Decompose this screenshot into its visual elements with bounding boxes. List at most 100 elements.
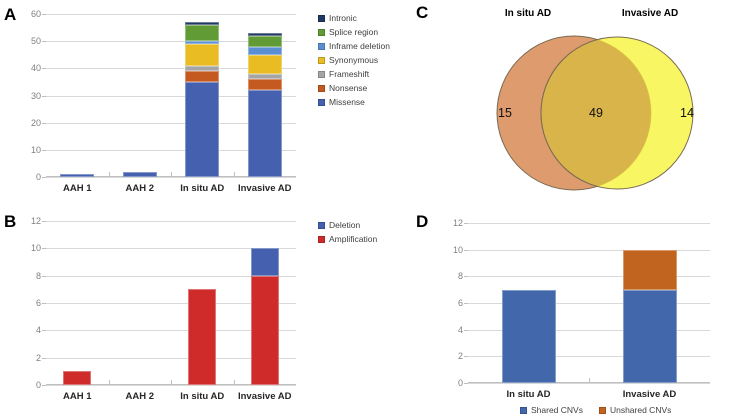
legend-item-nonsense[interactable]: Nonsense [318,83,390,93]
legend-label: Amplification [329,234,378,244]
bar-segment-missense[interactable] [247,90,282,177]
x-axis-category-label: AAH 1 [62,391,92,402]
gridline [468,223,710,224]
y-axis-tick-mark [42,248,46,250]
bar-segment-intronic[interactable] [185,22,220,25]
bar-segment-nonsense[interactable] [247,79,282,91]
bar-segment-deletion[interactable] [250,248,279,276]
bar-segment-inframe-deletion[interactable] [247,46,282,55]
y-axis-tick-mark [464,303,468,304]
bar-segment-synonymous[interactable] [185,43,220,66]
legend-item-intronic[interactable]: Intronic [318,13,390,23]
y-axis-tick-label: 60 [30,9,41,19]
bar-segment-amplification[interactable] [188,289,217,385]
y-axis-tick-mark [464,249,468,251]
x-axis-category-label: In situ AD [506,389,551,400]
x-axis-tick-mark [589,378,590,383]
venn-set-label-right: Invasive AD [621,8,679,19]
x-axis-tick-mark [233,172,235,177]
y-axis-tick-label: 10 [30,243,41,254]
bar-invasive-ad[interactable] [250,221,279,385]
legend-item-deletion[interactable]: Deletion [318,220,377,230]
bar-segment-unshared-cnvs[interactable] [622,249,677,290]
bar-in-situ-ad[interactable] [501,223,556,383]
y-axis-tick-mark [42,177,46,178]
legend-item-inframe-deletion[interactable]: Inframe deletion [318,41,390,51]
legend-swatch-icon [318,98,325,106]
bar-segment-amplification[interactable] [63,371,92,385]
y-axis-tick-label: 6 [35,298,41,308]
bar-segment-splice-region[interactable] [247,35,282,47]
legend-swatch-icon [318,28,325,36]
gridline [468,303,710,304]
bar-in-situ-ad[interactable] [188,221,217,385]
bar-segment-missense[interactable] [60,174,95,177]
legend-label: Frameshift [329,69,370,79]
bar-invasive-ad[interactable] [622,223,677,383]
y-axis-tick-mark [42,95,46,97]
x-axis-tick-mark [171,380,172,385]
bar-segment-synonymous[interactable] [247,54,282,74]
y-axis-tick-mark [464,223,468,224]
gridline [46,385,296,386]
legend-item-frameshift[interactable]: Frameshift [318,69,390,79]
x-axis-category-label: AAH 2 [125,391,155,402]
bar-segment-shared-cnvs[interactable] [622,289,677,383]
bar-aah-2[interactable] [126,221,154,385]
venn-count-intersection: 49 [589,106,603,120]
bar-aah-1[interactable] [60,14,95,177]
bar-segment-amplification[interactable] [250,275,279,385]
legend-swatch-icon [318,42,325,50]
legend-item-missense[interactable]: Missense [318,97,390,107]
bar-aah-2[interactable] [122,14,157,177]
legend-item-splice-region[interactable]: Splice region [318,27,390,37]
bar-segment-missense[interactable] [122,171,157,177]
legend-label: Unshared CNVs [609,405,672,415]
y-axis-tick-mark [42,14,46,15]
x-axis-category-label: Invasive AD [237,391,292,402]
gridline [46,14,296,15]
y-axis-tick-mark [42,357,46,359]
legend-swatch-icon [598,406,606,414]
x-axis-tick-mark [171,172,172,177]
x-axis-category-label: In situ AD [180,391,225,402]
bar-segment-frameshift[interactable] [247,73,282,80]
legend-item-unshared-cnvs[interactable]: Unshared CNVs [598,405,672,415]
bar-aah-1[interactable] [63,221,92,385]
bar-segment-shared-cnvs[interactable] [501,289,556,383]
y-axis-tick-mark [42,385,46,386]
y-axis-tick-mark [42,149,46,151]
x-axis-tick-mark [108,380,110,385]
y-axis-tick-mark [42,41,46,43]
bar-segment-frameshift[interactable] [185,65,220,72]
bar-segment-splice-region[interactable] [185,24,220,42]
y-axis-tick-label: 0 [35,380,41,390]
bar-invasive-ad[interactable] [247,14,282,177]
bar-in-situ-ad[interactable] [185,14,220,177]
y-axis-tick-mark [42,330,46,332]
y-axis-tick-label: 10 [452,244,463,255]
legend-item-shared-cnvs[interactable]: Shared CNVs [520,405,583,415]
bar-segment-missense[interactable] [185,81,220,177]
venn-diagram [496,35,694,191]
y-axis-tick-label: 30 [30,90,41,101]
legend-item-synonymous[interactable]: Synonymous [318,55,390,65]
gridline [468,276,710,278]
legend-item-amplification[interactable]: Amplification [318,234,377,244]
legend-swatch-icon [318,14,325,22]
bar-segment-inframe-deletion[interactable] [185,41,220,44]
x-axis-category-label: Invasive AD [237,183,292,194]
y-axis-tick-label: 10 [30,144,41,155]
venn-count-left-only: 15 [498,106,512,120]
bar-segment-intronic[interactable] [247,33,282,36]
y-axis-tick-label: 4 [457,324,463,335]
y-axis-tick-label: 0 [35,172,41,182]
bar-segment-nonsense[interactable] [185,71,220,82]
gridline [46,68,296,70]
